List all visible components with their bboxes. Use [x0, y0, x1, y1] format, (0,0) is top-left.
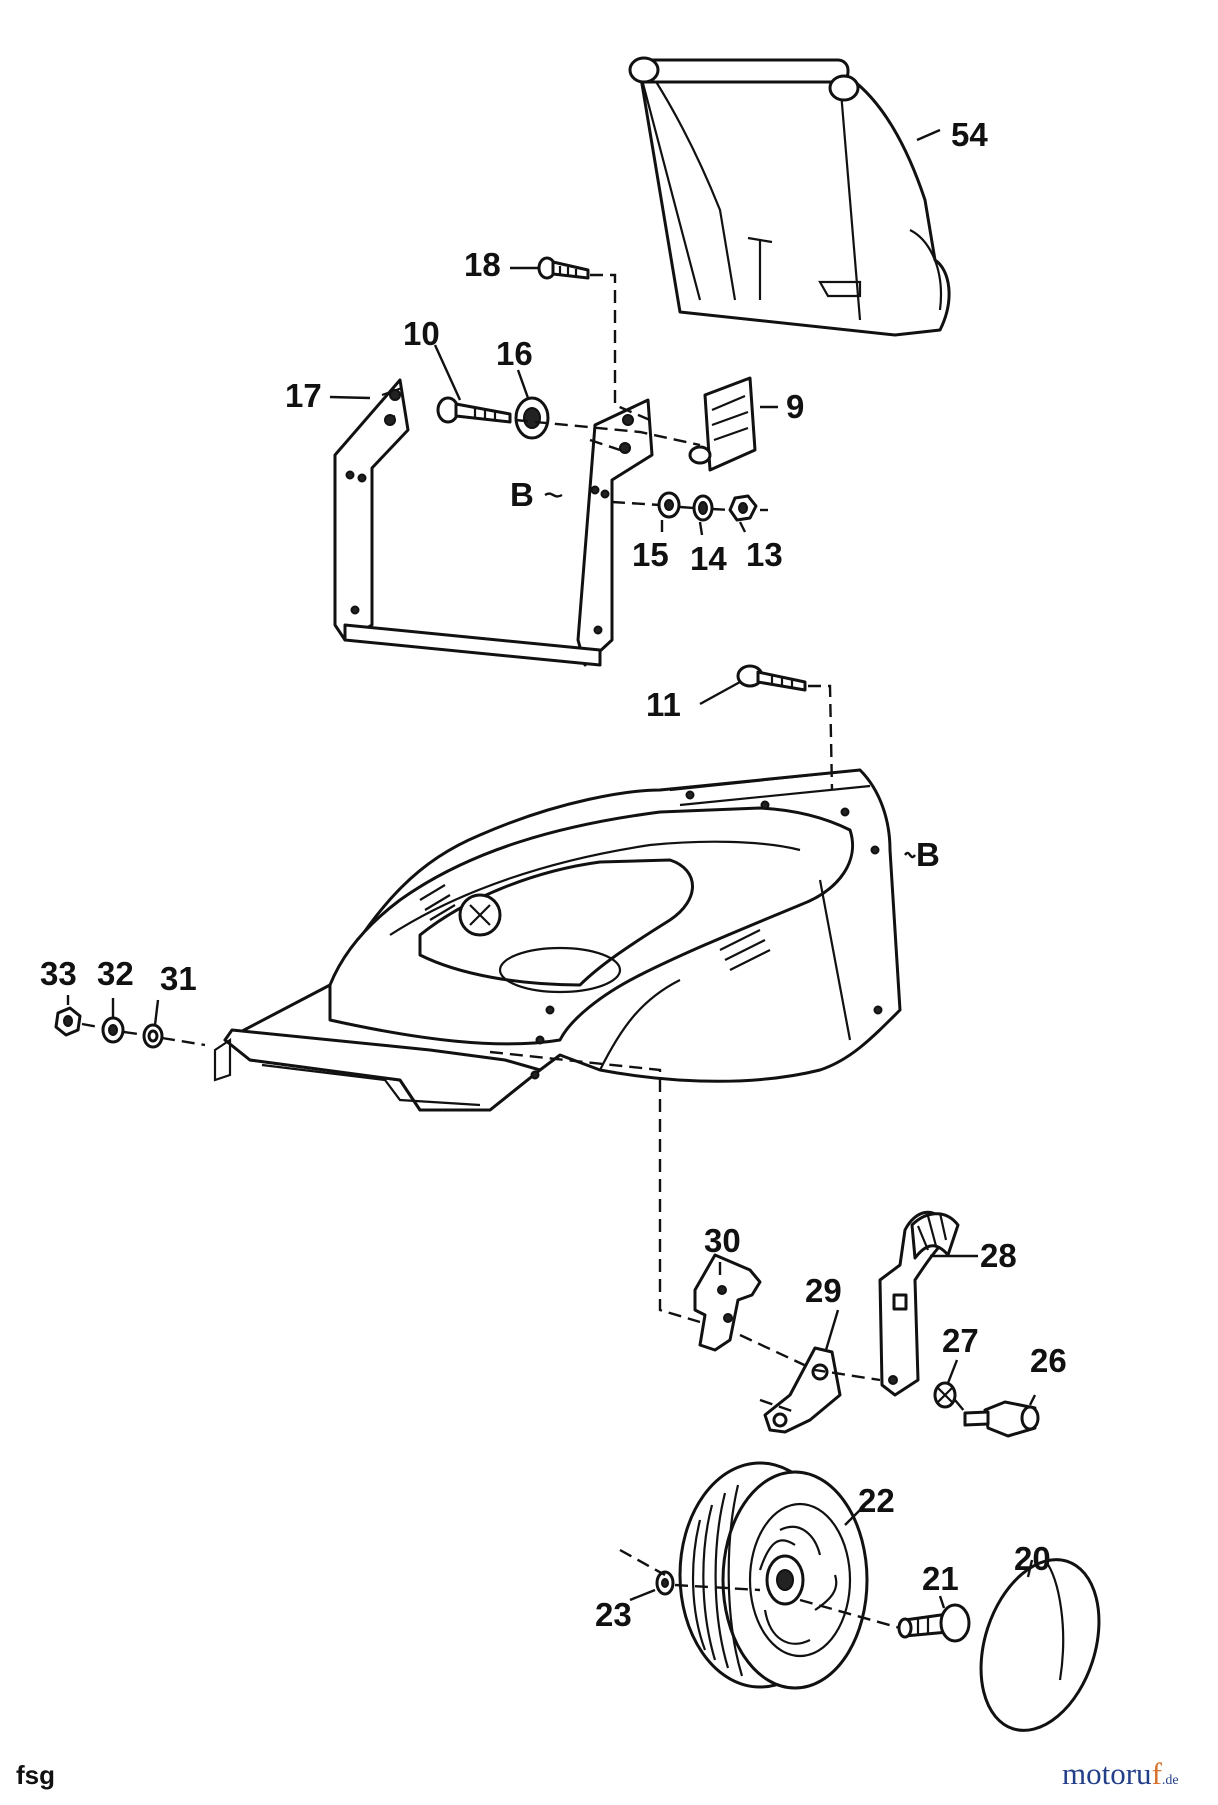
label-23: 23 — [595, 1596, 632, 1633]
assembly-lines — [81, 273, 966, 1630]
label-32: 32 — [97, 955, 134, 992]
diagram-code: fsg — [16, 1760, 55, 1790]
label-54: 54 — [951, 116, 988, 153]
washer-32 — [101, 1016, 125, 1044]
grass-catcher-lid — [628, 56, 951, 337]
bolt-10 — [436, 396, 512, 424]
handle-clamp-9 — [688, 376, 757, 472]
hub-cap-20 — [979, 1558, 1101, 1732]
label-16: 16 — [496, 335, 533, 372]
wheel-22 — [678, 1461, 869, 1690]
logo-main: motoru — [1062, 1756, 1152, 1791]
washer-31 — [142, 1023, 164, 1049]
label-13: 13 — [746, 536, 783, 573]
spring-washer-27 — [933, 1381, 957, 1409]
label-30: 30 — [704, 1222, 741, 1259]
motoruf-logo: motoruf.de — [1062, 1756, 1179, 1792]
pivot-plate-29 — [763, 1346, 842, 1434]
bolt-11 — [736, 664, 807, 692]
label-33: 33 — [40, 955, 77, 992]
label-15: 15 — [632, 536, 669, 573]
lever-28 — [878, 1210, 960, 1397]
label-17: 17 — [285, 377, 322, 414]
logo-tld: .de — [1161, 1773, 1179, 1788]
bolt-18 — [537, 256, 590, 280]
label-b-handle: B — [510, 476, 534, 513]
label-21: 21 — [922, 1560, 959, 1597]
label-14: 14 — [690, 540, 727, 577]
spacer-16 — [514, 396, 550, 440]
label-26: 26 — [1030, 1342, 1067, 1379]
lock-washer-14 — [692, 494, 714, 522]
label-20: 20 — [1014, 1540, 1051, 1577]
handle-bracket — [333, 378, 654, 667]
bracket-30 — [693, 1253, 762, 1352]
nut-33 — [54, 1006, 82, 1037]
leader-lines — [66, 128, 1037, 1609]
axle-bolt-21 — [897, 1603, 971, 1643]
label-9: 9 — [786, 388, 804, 425]
mower-deck — [213, 768, 902, 1112]
washer-23 — [655, 1570, 675, 1596]
label-22: 22 — [858, 1482, 895, 1519]
label-18: 18 — [464, 246, 501, 283]
shoulder-bolt-26 — [963, 1400, 1040, 1438]
logo-accent: f — [1151, 1756, 1162, 1791]
label-29: 29 — [805, 1272, 842, 1309]
washer-15 — [657, 491, 681, 519]
label-b-deck: B — [916, 836, 940, 873]
label-28: 28 — [980, 1237, 1017, 1274]
label-11: 11 — [646, 686, 681, 723]
part-labels: 54 18 10 16 17 9 B 15 14 13 11 B 33 32 3… — [40, 116, 1067, 1633]
label-27: 27 — [942, 1322, 979, 1359]
label-31: 31 — [160, 960, 197, 997]
nut-13 — [728, 494, 758, 522]
label-10: 10 — [403, 315, 440, 352]
